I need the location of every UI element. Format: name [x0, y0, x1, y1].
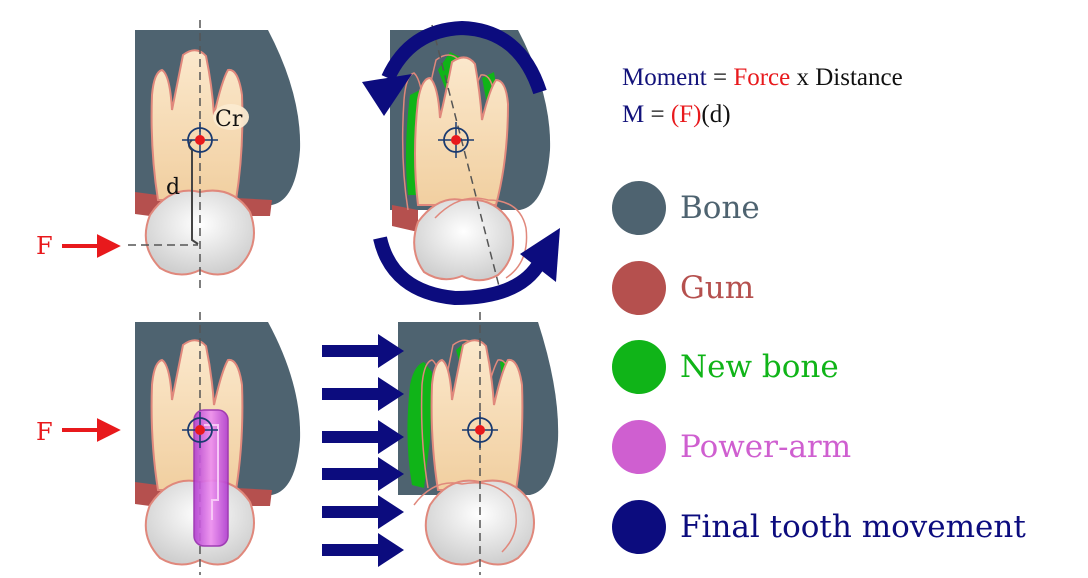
- tooth-root: [414, 56, 510, 206]
- formula-moment: Moment: [622, 64, 707, 91]
- panel-power-arm: F: [36, 312, 301, 575]
- legend-label: New bone: [680, 349, 839, 385]
- translation-arrow: [322, 533, 404, 567]
- translation-arrow: [322, 495, 404, 529]
- movement-swatch-icon: [612, 500, 666, 554]
- cr-label: Cr: [215, 107, 243, 132]
- translation-arrows: [322, 334, 404, 567]
- formula-equals-2: =: [644, 101, 671, 128]
- tooth-crown-original: [434, 197, 528, 279]
- gum-swatch-icon: [612, 261, 666, 315]
- bone-swatch-icon: [612, 181, 666, 235]
- new-bone-swatch-icon: [612, 340, 666, 394]
- new-bone-region: [407, 340, 514, 488]
- center-of-resistance-icon: [182, 412, 218, 448]
- formula-line-2: M = (F)(d): [622, 101, 731, 129]
- rotation-arrow-bottom: [373, 236, 547, 306]
- long-axis-line: [431, 24, 501, 291]
- rotation-arrow-top: [381, 20, 547, 95]
- formula-m: M: [622, 101, 645, 128]
- translation-arrow: [322, 457, 404, 491]
- center-of-resistance-icon: [462, 412, 498, 448]
- power-arm: [193, 409, 229, 547]
- cr-label-bubble: [213, 104, 249, 130]
- panel-force-moment: Cr d F: [36, 20, 301, 290]
- gum-strip: [392, 205, 418, 232]
- panel-rotation: [362, 20, 560, 306]
- translation-arrow: [322, 334, 404, 368]
- formula-force: Force: [733, 64, 791, 91]
- formula-times: x: [790, 64, 816, 91]
- legend-label: Final tooth movement: [680, 509, 1026, 545]
- legend-item-new-bone: New bone: [612, 339, 839, 395]
- d-label: d: [166, 175, 180, 200]
- translation-arrow: [322, 377, 404, 411]
- formula-line-1: Moment = Force x Distance: [622, 64, 903, 92]
- legend-label: Bone: [680, 190, 760, 226]
- tooth-root: [430, 339, 524, 491]
- rotation-arrowhead-bottom: [520, 228, 560, 282]
- formula-d: (d): [701, 101, 731, 128]
- formula-equals: =: [706, 64, 734, 91]
- panel-translation: [322, 312, 559, 575]
- tooth-root: [150, 49, 244, 201]
- legend-item-final-tooth-movement: Final tooth movement: [612, 499, 1026, 555]
- legend-label: Gum: [680, 270, 755, 306]
- tooth-crown-original: [413, 482, 517, 553]
- force-label-bottom: F: [36, 418, 53, 446]
- rotation-arrowhead-top: [362, 74, 412, 116]
- power-arm-swatch-icon: [612, 420, 666, 474]
- center-of-resistance-icon: [182, 122, 218, 158]
- tooth-crown: [413, 198, 514, 282]
- formula-f: (F): [670, 101, 702, 128]
- translation-arrow: [322, 420, 404, 454]
- force-label-top: F: [36, 232, 53, 260]
- legend-label: Power-arm: [680, 429, 852, 465]
- formula-distance: Distance: [815, 64, 903, 91]
- center-of-resistance-icon: [438, 122, 474, 158]
- legend-item-bone: Bone: [612, 180, 760, 236]
- legend-item-gum: Gum: [612, 260, 754, 316]
- legend-item-power-arm: Power-arm: [612, 419, 851, 475]
